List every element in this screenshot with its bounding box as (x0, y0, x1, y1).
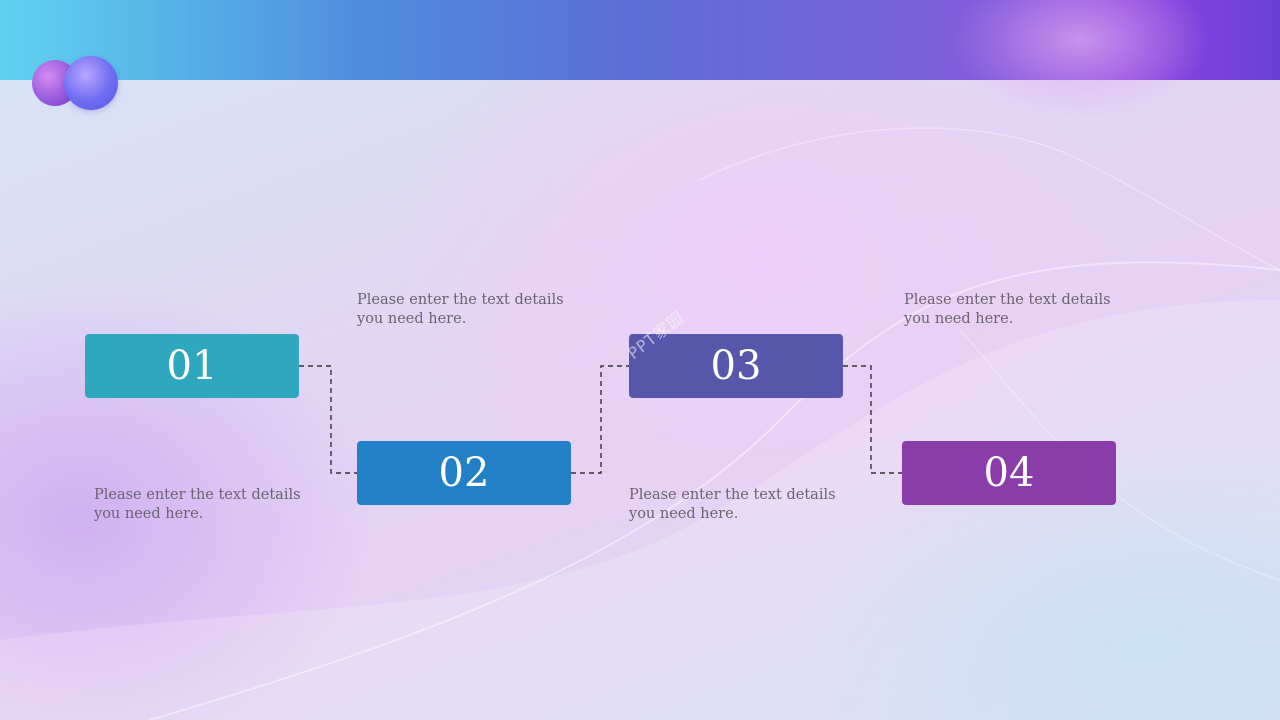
step-box-04: 04 (902, 441, 1116, 505)
step-box-02: 02 (357, 441, 571, 505)
step-box-03: 03 (629, 334, 843, 398)
top-banner (0, 0, 1280, 120)
top-banner-glow (950, 0, 1210, 120)
sphere-front-icon (64, 56, 118, 110)
connector-02-03 (571, 365, 629, 474)
step-desc-04: Please enter the text details you need h… (904, 292, 1111, 327)
step-desc-03: Please enter the text details you need h… (629, 487, 836, 522)
connector-01-02 (299, 365, 357, 474)
step-desc-01: Please enter the text details you need h… (94, 487, 301, 522)
step-desc-02: Please enter the text details you need h… (357, 292, 564, 327)
step-box-01: 01 (85, 334, 299, 398)
connector-03-04 (843, 365, 902, 474)
